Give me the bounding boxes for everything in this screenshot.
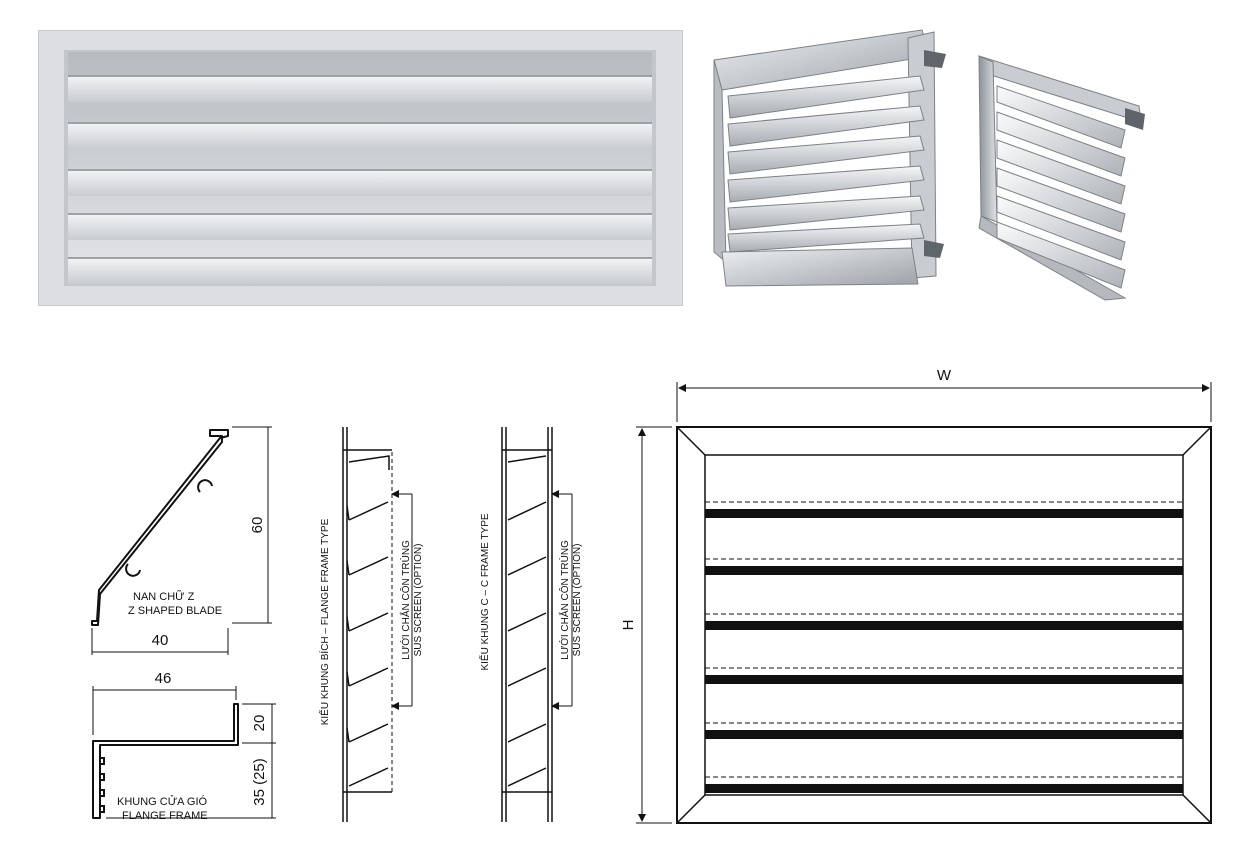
flange-screen-en: SUS SCREEN (OPTION) xyxy=(413,544,424,657)
flange-type-label: KIỂU KHUNG BÍCH – FLANGE FRAME TYPE xyxy=(318,518,331,725)
frame-name-vi: KHUNG CỬA GIÓ xyxy=(117,795,208,808)
c-screen-vi: LƯỚI CHẮN CÔN TRÙNG xyxy=(558,540,571,660)
front-elevation xyxy=(636,382,1212,824)
louver-iso-photo-2 xyxy=(978,55,1145,301)
iso-blades-1 xyxy=(727,75,925,253)
frame-top-dim: 20 xyxy=(251,715,268,732)
frame-name-en: FLANGE FRAME xyxy=(122,810,208,822)
blade-name-vi: NAN CHỮ Z xyxy=(133,590,195,603)
louver-iso-photo-1 xyxy=(713,29,946,287)
front-blades xyxy=(705,501,1183,793)
blade-height-dim: 60 xyxy=(249,517,266,534)
blade-width-dim: 40 xyxy=(152,632,169,649)
flange-screen-vi: LƯỚI CHẮN CÔN TRÙNG xyxy=(399,540,412,660)
width-label: W xyxy=(937,367,952,384)
c-type-label: KIỂU KHUNG C – C FRAME TYPE xyxy=(478,513,491,670)
iso-blades-2 xyxy=(996,85,1126,289)
louver-front-photo xyxy=(38,30,683,306)
louver-slats xyxy=(68,75,652,284)
blade-name-en: Z SHAPED BLADE xyxy=(128,605,222,617)
flange-type-section xyxy=(342,427,413,822)
flange-frame-section xyxy=(92,686,276,819)
frame-depth-dim: 35 (25) xyxy=(251,758,268,806)
z-blade-section xyxy=(91,426,272,655)
height-label: H xyxy=(620,620,637,631)
frame-width-dim: 46 xyxy=(155,670,172,687)
c-type-section xyxy=(501,427,573,822)
c-screen-en: SUS SCREEN (OPTION) xyxy=(572,544,583,657)
